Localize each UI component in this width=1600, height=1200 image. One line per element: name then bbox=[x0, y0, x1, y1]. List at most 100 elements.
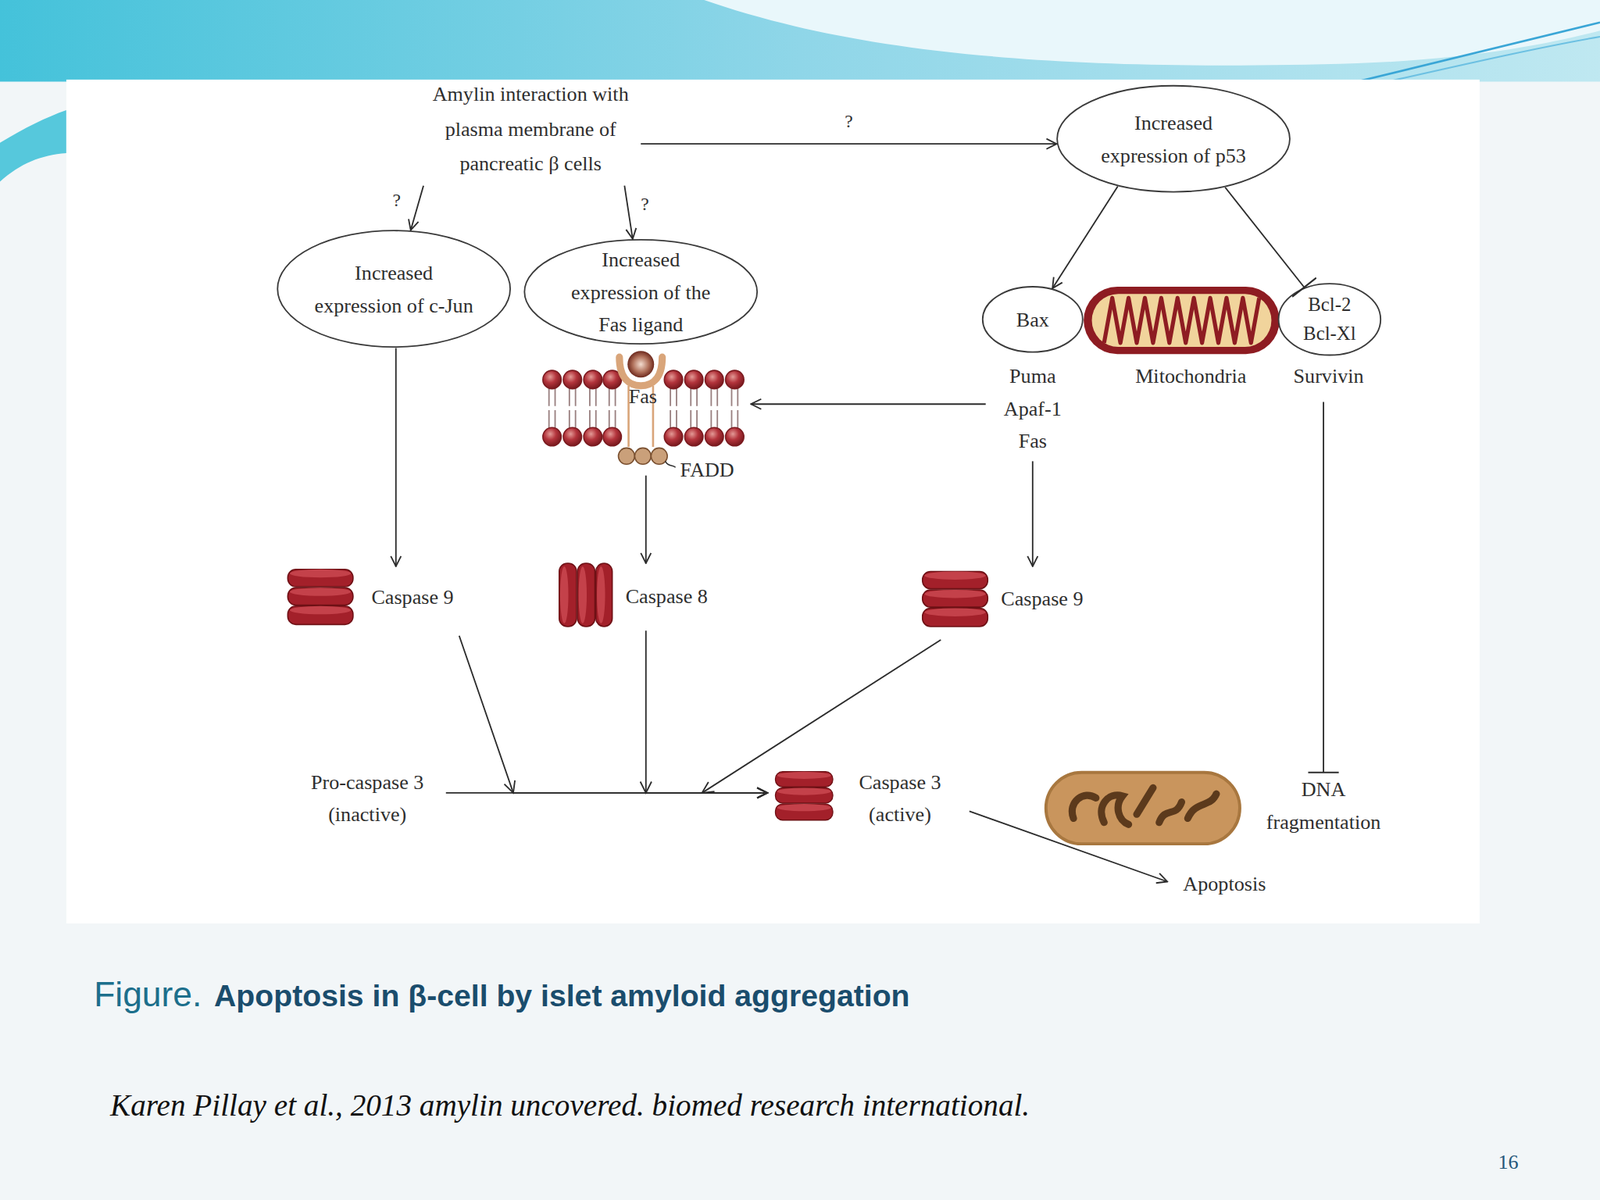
lipid-head bbox=[563, 427, 583, 447]
ellipse-shape bbox=[524, 239, 758, 344]
fas-ligand-molecule bbox=[627, 350, 654, 378]
ellipse-shape bbox=[277, 230, 511, 347]
dna-fragment bbox=[1101, 795, 1129, 825]
edge-label: ? bbox=[386, 188, 408, 211]
membrane-receptor: FasFADD bbox=[540, 349, 745, 480]
ellipse-shape bbox=[982, 286, 1083, 353]
arrow-connector bbox=[646, 630, 768, 793]
arrow-connector bbox=[969, 810, 1168, 882]
fadd-bead bbox=[634, 447, 651, 465]
caspase-node: Caspase 9 bbox=[921, 566, 1100, 630]
protein-label: Survivin bbox=[1277, 359, 1380, 393]
mitochondrion-cristae bbox=[1103, 297, 1260, 343]
arrowhead bbox=[504, 780, 519, 795]
caspase-icon bbox=[559, 563, 613, 627]
stimulus-text: Amylin interaction with plasma membrane … bbox=[428, 75, 633, 183]
arrowhead bbox=[699, 782, 715, 798]
mitochondrion-inner bbox=[1092, 293, 1272, 347]
mitochondrion-outer bbox=[1083, 286, 1280, 354]
node-text: Survivin bbox=[1293, 359, 1365, 393]
node-text: Caspase 3 (active) bbox=[849, 765, 952, 832]
node-text: Amylin interaction with plasma membrane … bbox=[428, 76, 633, 181]
protein-circle: Bcl-2 Bcl-Xl bbox=[1277, 282, 1382, 357]
mitochondrion-illustration bbox=[1083, 286, 1280, 354]
ellipse-outline bbox=[276, 229, 511, 349]
process-ellipse: Increased expression of the Fas ligand bbox=[523, 239, 758, 346]
caspase-icon bbox=[287, 569, 354, 625]
arrow-connector bbox=[645, 475, 647, 564]
node-text: Apoptosis bbox=[1182, 867, 1266, 900]
lipid-head bbox=[725, 427, 745, 447]
enzyme-label: Pro-caspase 3 (inactive) bbox=[290, 763, 444, 833]
node-text: Increased expression of c-Jun bbox=[312, 256, 476, 322]
arrow-connector bbox=[640, 142, 1057, 145]
protein-circle: Bax bbox=[981, 285, 1084, 354]
connectors bbox=[396, 143, 1324, 882]
dna-fragment bbox=[1187, 793, 1217, 818]
ellipse-outline bbox=[1277, 282, 1382, 357]
arrowhead bbox=[640, 781, 652, 793]
node-text: Increased expression of p53 bbox=[1092, 106, 1256, 172]
lipid-head bbox=[563, 370, 583, 390]
figure-heading: Figure.Apoptosis in β-cell by islet amyl… bbox=[93, 974, 910, 1015]
lipid-head bbox=[725, 370, 745, 390]
lipid-head bbox=[603, 427, 622, 447]
node-text: Pro-caspase 3 (inactive) bbox=[306, 765, 429, 832]
lipid-heads bbox=[542, 370, 744, 447]
dna-fragment bbox=[1071, 795, 1096, 818]
caspase-node: Caspase 8 bbox=[556, 563, 725, 629]
outcome-label: Apoptosis bbox=[1173, 867, 1276, 900]
dna-fragments bbox=[1071, 787, 1217, 825]
arrow-connector bbox=[446, 792, 768, 794]
fadd-bead bbox=[650, 447, 668, 465]
lipid-head bbox=[684, 427, 704, 447]
caspase-icon bbox=[775, 771, 833, 821]
caspase-icon bbox=[922, 571, 989, 627]
caspase-node: Caspase 3 (active) bbox=[767, 763, 957, 833]
ellipse-outline bbox=[1056, 84, 1291, 193]
inhibition-connector bbox=[1322, 402, 1325, 773]
arrow-connector bbox=[750, 403, 986, 405]
ellipse-shape bbox=[1278, 283, 1382, 355]
process-ellipse: Increased expression of c-Jun bbox=[276, 229, 511, 349]
caspase-node: Caspase 9 bbox=[285, 566, 470, 628]
arrow-connector bbox=[459, 635, 768, 793]
node-text: Increased expression of the Fas ligand bbox=[559, 242, 723, 341]
cell-membrane bbox=[542, 350, 744, 468]
lipid-head bbox=[705, 370, 725, 390]
lipid-tails bbox=[549, 410, 739, 429]
protein-list: Puma Apaf-1 Fas bbox=[992, 359, 1074, 458]
fadd-bead bbox=[618, 447, 636, 465]
node-text: Fas bbox=[626, 383, 660, 408]
merge-arrowheads bbox=[504, 780, 715, 798]
arrow-connector bbox=[702, 639, 942, 793]
lipid-head bbox=[583, 427, 603, 447]
node-text: DNA fragmentation bbox=[1257, 772, 1390, 839]
part-label: Mitochondria bbox=[1122, 359, 1260, 393]
arrow-connector bbox=[395, 347, 397, 567]
edge-label: ? bbox=[634, 192, 655, 216]
arrow-connector bbox=[624, 185, 633, 240]
lipid-head bbox=[542, 370, 562, 390]
fragmented-mitochondrion bbox=[1046, 772, 1240, 844]
node-text: Bcl-2 Bcl-Xl bbox=[1299, 290, 1361, 348]
header-band bbox=[0, 0, 1600, 82]
fadd-beads bbox=[618, 447, 668, 465]
figure-title: Apoptosis in β-cell by islet amyloid agg… bbox=[214, 978, 910, 1014]
node-text: Bax bbox=[1016, 303, 1050, 336]
node-text: Puma Apaf-1 Fas bbox=[996, 359, 1068, 458]
lipid-head bbox=[583, 370, 603, 390]
citation-caption: Karen Pillay et al., 2013 amylin uncover… bbox=[110, 1087, 1030, 1122]
dna-fragment bbox=[1159, 802, 1183, 823]
header-streak bbox=[1387, 36, 1600, 82]
arrow-connector bbox=[1032, 460, 1034, 567]
page-number: 16 bbox=[1492, 1144, 1525, 1178]
outcome-label: DNA fragmentation bbox=[1246, 772, 1400, 839]
figure-panel bbox=[66, 79, 1480, 924]
edge-label: ? bbox=[838, 110, 859, 133]
leader-line bbox=[665, 460, 676, 468]
process-ellipse: Increased expression of p53 bbox=[1056, 84, 1291, 193]
